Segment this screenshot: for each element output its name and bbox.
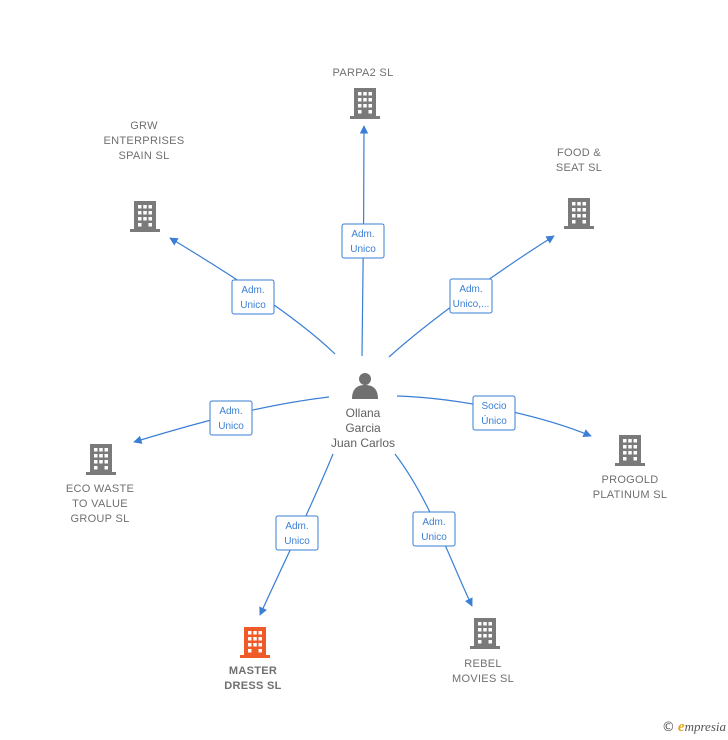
building-icon[interactable] — [615, 435, 645, 466]
building-icon[interactable] — [86, 444, 116, 475]
company-label-eco-waste[interactable]: TO VALUE — [72, 498, 128, 510]
company-label-food-seat[interactable]: SEAT SL — [556, 162, 602, 174]
company-label-eco-waste[interactable]: GROUP SL — [70, 513, 129, 525]
company-label-master-dress[interactable]: DRESS SL — [224, 680, 281, 692]
relation-text: Adm. — [219, 406, 242, 417]
relation-box-master-dress[interactable]: Adm. Unico — [275, 515, 319, 551]
relation-text: Unico — [284, 536, 310, 547]
person-icon[interactable] — [352, 373, 378, 399]
relation-text: Unico,... — [453, 299, 490, 310]
relation-box-rebel-movies[interactable]: Adm. Unico — [412, 511, 456, 547]
relation-box-frame — [209, 400, 253, 436]
relation-box-frame — [472, 395, 516, 431]
building-icon[interactable] — [470, 618, 500, 649]
brand-initial: e — [677, 719, 685, 735]
relation-text: Unico — [421, 532, 447, 543]
company-label-rebel-movies[interactable]: REBEL — [464, 658, 502, 670]
company-label-progold[interactable]: PROGOLD — [601, 474, 658, 486]
company-label-rebel-movies[interactable]: MOVIES SL — [452, 673, 514, 685]
person-name-line[interactable]: Garcia — [345, 421, 381, 435]
company-label-grw[interactable]: SPAIN SL — [118, 150, 169, 162]
building-icon[interactable] — [240, 627, 270, 658]
building-icon[interactable] — [350, 88, 380, 119]
person-name-line[interactable]: Juan Carlos — [331, 436, 395, 450]
relation-text: Adm. — [241, 285, 264, 296]
nodes: PARPA2 SL GRW ENTERPRISES SPAIN SL FOOD & SEA… — [66, 67, 667, 692]
relation-box-frame — [231, 279, 275, 315]
building-icon[interactable] — [130, 201, 160, 232]
company-label-food-seat[interactable]: FOOD & — [557, 147, 601, 159]
relation-box-frame — [275, 515, 319, 551]
relation-text: Socio — [481, 401, 506, 412]
brand-name: mpresia — [684, 719, 726, 734]
relation-text: Unico — [218, 421, 244, 432]
person-name-line[interactable]: Ollana — [346, 406, 381, 420]
relation-box-parpa2[interactable]: Adm. Unico — [341, 223, 385, 259]
company-label-grw[interactable]: ENTERPRISES — [104, 135, 185, 147]
relation-text: Único — [481, 414, 507, 427]
copyright-symbol: © — [661, 720, 675, 735]
building-icon[interactable] — [564, 198, 594, 229]
relation-box-frame — [412, 511, 456, 547]
company-label-master-dress[interactable]: MASTER — [229, 665, 277, 677]
edges: Adm.UnicoAdm.UnicoAdm.Unico,...Adm.Unico… — [133, 125, 592, 616]
company-label-grw[interactable]: GRW — [130, 120, 158, 132]
relation-text: Unico — [240, 300, 266, 311]
relation-box-grw[interactable]: Adm. Unico — [231, 279, 275, 315]
company-label-progold[interactable]: PLATINUM SL — [593, 489, 668, 501]
footer-brand: ©empresia — [662, 719, 726, 736]
relation-text: Adm. — [459, 284, 482, 295]
relation-text: Adm. — [422, 517, 445, 528]
company-label-parpa2[interactable]: PARPA2 SL — [333, 67, 394, 79]
relation-box-food-seat[interactable]: Adm. Unico,... — [449, 278, 493, 314]
relation-box-frame — [449, 278, 493, 314]
company-label-eco-waste[interactable]: ECO WASTE — [66, 483, 134, 495]
relation-box-eco-waste[interactable]: Adm. Unico — [209, 400, 253, 436]
relation-box-frame — [341, 223, 385, 259]
relation-text: Adm. — [285, 521, 308, 532]
relation-text: Unico — [350, 244, 376, 255]
relation-text: Adm. — [351, 229, 374, 240]
